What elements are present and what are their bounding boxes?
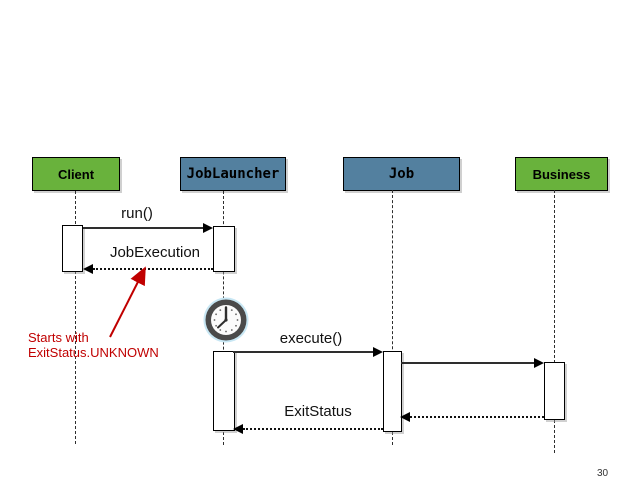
arrowhead-icon <box>373 347 383 357</box>
lifeline-job <box>392 190 393 445</box>
message-label-jobexecution: JobExecution <box>109 244 201 261</box>
annotation-arrow-icon <box>109 266 146 338</box>
activation-bar-job <box>383 351 402 432</box>
message-line-run <box>83 227 204 229</box>
activation-bar-joblauncher-1 <box>213 226 235 272</box>
activation-bar-business <box>544 362 565 420</box>
message-label-exitstatus: ExitStatus <box>284 403 352 420</box>
activation-bar-joblauncher-2 <box>213 351 235 431</box>
message-label-run: run() <box>121 205 153 222</box>
actor-label-joblauncher: JobLauncher <box>186 166 280 182</box>
arrowhead-icon <box>534 358 544 368</box>
actor-box-job: Job <box>343 157 460 191</box>
message-line-business-job <box>410 416 544 418</box>
lifeline-business <box>554 190 555 453</box>
arrowhead-icon <box>233 424 243 434</box>
arrowhead-icon <box>203 223 213 233</box>
actor-label-business: Business <box>532 166 591 182</box>
arrowhead-icon <box>83 264 93 274</box>
message-line-jobexecution <box>93 268 213 270</box>
arrowhead-icon <box>400 412 410 422</box>
actor-label-client: Client <box>57 166 95 182</box>
actor-box-joblauncher: JobLauncher <box>180 157 286 191</box>
actor-box-business: Business <box>515 157 608 191</box>
annotation-text: Starts with ExitStatus.UNKNOWN <box>28 330 159 360</box>
clock-icon <box>203 297 249 343</box>
actor-label-job: Job <box>388 166 415 182</box>
message-label-execute: execute() <box>279 330 343 347</box>
actor-box-client: Client <box>32 157 120 191</box>
message-line-execute <box>233 351 374 353</box>
activation-bar-client <box>62 225 83 272</box>
lifeline-client <box>75 191 76 444</box>
annotation-line-2: ExitStatus.UNKNOWN <box>28 345 159 360</box>
message-line-exitstatus <box>243 428 383 430</box>
page-number: 30 <box>597 468 609 479</box>
annotation-line-1: Starts with <box>28 330 89 345</box>
message-line-job-business <box>401 362 535 364</box>
